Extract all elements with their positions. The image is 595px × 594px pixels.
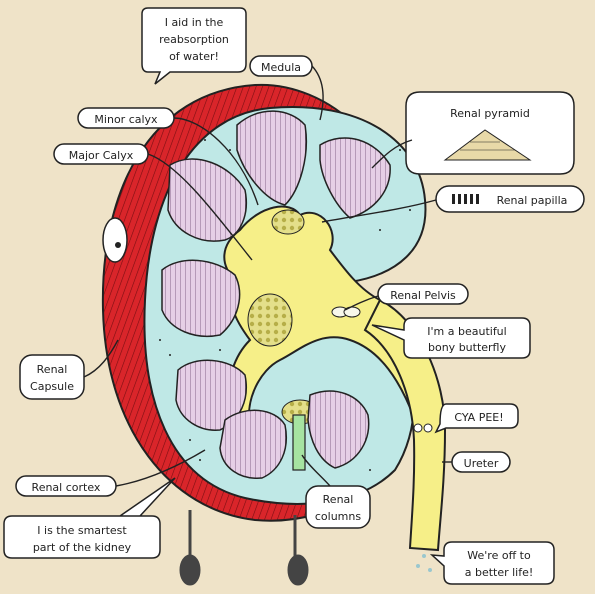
speech-off-line-2: a better life! [465,566,534,579]
label-renal-pyramid: Renal pyramid [450,107,530,120]
speech-butterfly-line-1: I'm a beautiful [427,325,506,338]
ureter-drip [422,554,426,558]
kidney-legs-icon [181,510,307,584]
label-medula: Medula [261,61,301,74]
papilla-bumps [272,210,304,234]
speech-smartest-line-2: part of the kidney [33,541,132,554]
label-major-calyx: Major Calyx [69,149,134,162]
speech-water-line-2: reabsorption [159,33,229,46]
kidney-eye-icon [103,218,127,262]
ureter-drip [428,568,432,572]
ureter-drip [416,564,420,568]
label-renal-papilla: Renal papilla [497,194,568,207]
label-renal-columns-line-2: columns [315,510,361,523]
label-ureter: Ureter [464,457,499,470]
label-renal-columns-line-1: Renal [323,493,354,506]
speech-butterfly-line-2: bony butterfly [428,341,506,354]
speech-cya-pee: CYA PEE! [454,411,503,424]
renal-column-marker [293,415,305,470]
renal-pyramid [162,260,240,336]
butterfly-icon [332,307,360,317]
speech-smartest-line-1: I is the smartest [37,524,127,537]
speech-off-line-1: We're off to [467,549,531,562]
label-renal-cortex: Renal cortex [32,481,101,494]
speech-water-line-1: I aid in the [165,16,224,29]
label-renal-capsule-line-2: Capsule [30,380,74,393]
speech-water-line-3: of water! [169,50,219,63]
label-renal-pelvis: Renal Pelvis [390,289,456,302]
papilla-bumps [248,294,292,346]
label-minor-calyx: Minor calyx [94,113,158,126]
renal-pyramid [220,410,286,478]
label-renal-capsule-line-1: Renal [37,363,68,376]
